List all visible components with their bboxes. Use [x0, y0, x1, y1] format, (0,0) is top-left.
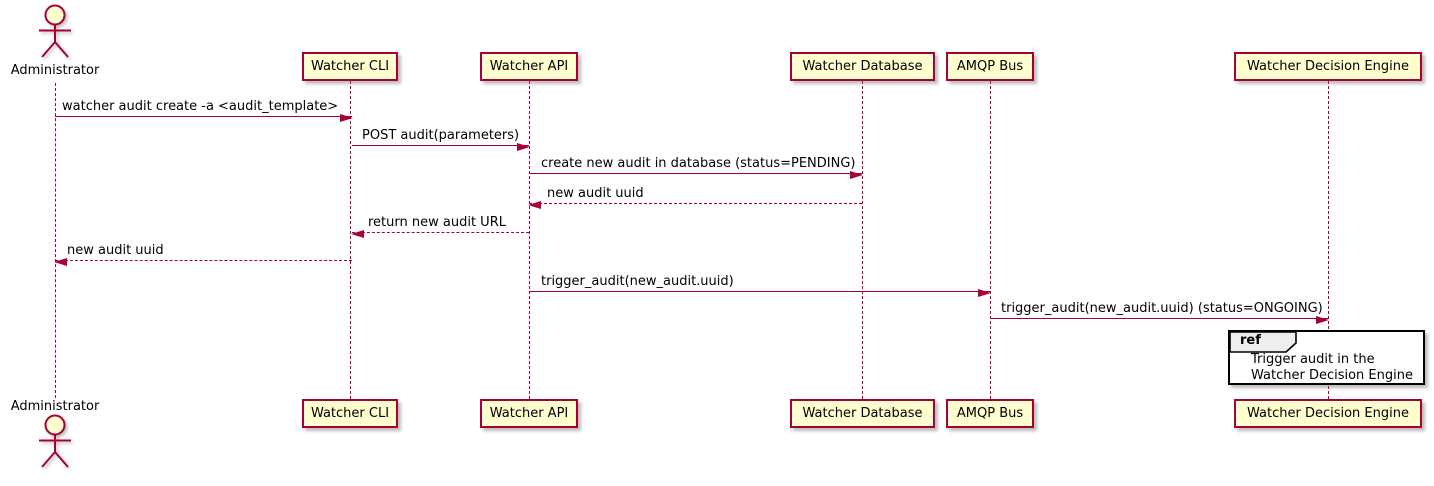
message-label: create new audit in database (status=PEN…: [541, 156, 856, 171]
participant-watcher-decision-engine-bottom: Watcher Decision Engine: [1234, 399, 1422, 428]
message-line: [55, 260, 352, 261]
participant-watcher-database-top: Watcher Database: [790, 52, 935, 81]
message-create-new-audit: create new audit in database (status=PEN…: [529, 156, 863, 179]
message-line: [352, 145, 529, 146]
participant-amqp-bus-top: AMQP Bus: [946, 52, 1034, 81]
participant-watcher-cli-top: Watcher CLI: [302, 52, 398, 81]
message-arrowhead: [517, 143, 530, 151]
message-label: trigger_audit(new_audit.uuid): [541, 274, 734, 289]
participant-administrator-bottom-label: Administrator: [10, 399, 100, 414]
message-label: return new audit URL: [368, 215, 506, 230]
administrator-actor-icon-bottom: [39, 414, 71, 468]
ref-text-line: Watcher Decision Engine: [1251, 368, 1413, 383]
message-arrowhead: [850, 171, 863, 179]
message-arrowhead: [528, 201, 541, 209]
ref-text: Trigger audit in the Watcher Decision En…: [1251, 352, 1413, 384]
message-line: [990, 318, 1328, 319]
message-label: trigger_audit(new_audit.uuid) (status=ON…: [1001, 301, 1323, 316]
message-audit-create: watcher audit create -a <audit_template>: [55, 99, 353, 122]
participant-label: AMQP Bus: [956, 406, 1024, 421]
participant-label: Watcher Decision Engine: [1247, 406, 1409, 421]
lifeline-watcher-database: [862, 81, 863, 399]
message-label: watcher audit create -a <audit_template>: [62, 99, 339, 114]
message-new-audit-uuid-return-admin: new audit uuid: [54, 243, 352, 266]
participant-administrator-top-label: Administrator: [10, 63, 100, 78]
message-arrowhead: [1316, 316, 1329, 324]
lifeline-amqp-bus: [990, 81, 991, 399]
message-new-audit-uuid-return-api: new audit uuid: [528, 186, 862, 209]
message-line: [55, 116, 352, 117]
participant-amqp-bus-bottom: AMQP Bus: [946, 399, 1034, 428]
participant-label: Watcher API: [489, 406, 569, 421]
message-return-new-audit-url: return new audit URL: [351, 215, 529, 238]
message-trigger-audit: trigger_audit(new_audit.uuid): [529, 274, 991, 297]
lifeline-administrator: [55, 83, 56, 398]
ref-header-shape: [1229, 331, 1297, 353]
message-post-audit: POST audit(parameters): [352, 128, 530, 151]
ref-fragment: ref Trigger audit in the Watcher Decisio…: [1228, 330, 1425, 385]
message-label: new audit uuid: [67, 243, 164, 258]
message-arrowhead: [340, 114, 353, 122]
participant-label: Watcher CLI: [310, 59, 390, 74]
participant-label: Watcher CLI: [310, 406, 390, 421]
lifeline-watcher-api: [529, 81, 530, 399]
message-arrowhead: [978, 289, 991, 297]
message-line: [529, 291, 990, 292]
ref-keyword: ref: [1240, 333, 1261, 348]
participant-label: Watcher Database: [802, 406, 923, 421]
message-label: new audit uuid: [547, 186, 644, 201]
participant-watcher-decision-engine-top: Watcher Decision Engine: [1234, 52, 1422, 81]
ref-text-line: Trigger audit in the: [1251, 352, 1375, 367]
lifeline-watcher-cli: [350, 81, 351, 399]
message-arrowhead: [351, 230, 364, 238]
lifeline-watcher-decision-engine: [1328, 81, 1329, 399]
message-trigger-audit-ongoing: trigger_audit(new_audit.uuid) (status=ON…: [990, 301, 1329, 324]
participant-label: Watcher API: [489, 59, 569, 74]
message-arrowhead: [54, 258, 67, 266]
message-line: [529, 173, 862, 174]
participant-label: Watcher Database: [802, 59, 923, 74]
message-line: [529, 203, 862, 204]
participant-label: AMQP Bus: [956, 59, 1024, 74]
participant-watcher-cli-bottom: Watcher CLI: [302, 399, 398, 428]
participant-watcher-api-bottom: Watcher API: [480, 399, 578, 428]
participant-watcher-database-bottom: Watcher Database: [790, 399, 935, 428]
message-label: POST audit(parameters): [362, 128, 520, 143]
participant-watcher-api-top: Watcher API: [480, 52, 578, 81]
message-line: [352, 232, 529, 233]
administrator-actor-icon: [39, 4, 71, 58]
participant-label: Watcher Decision Engine: [1247, 59, 1409, 74]
